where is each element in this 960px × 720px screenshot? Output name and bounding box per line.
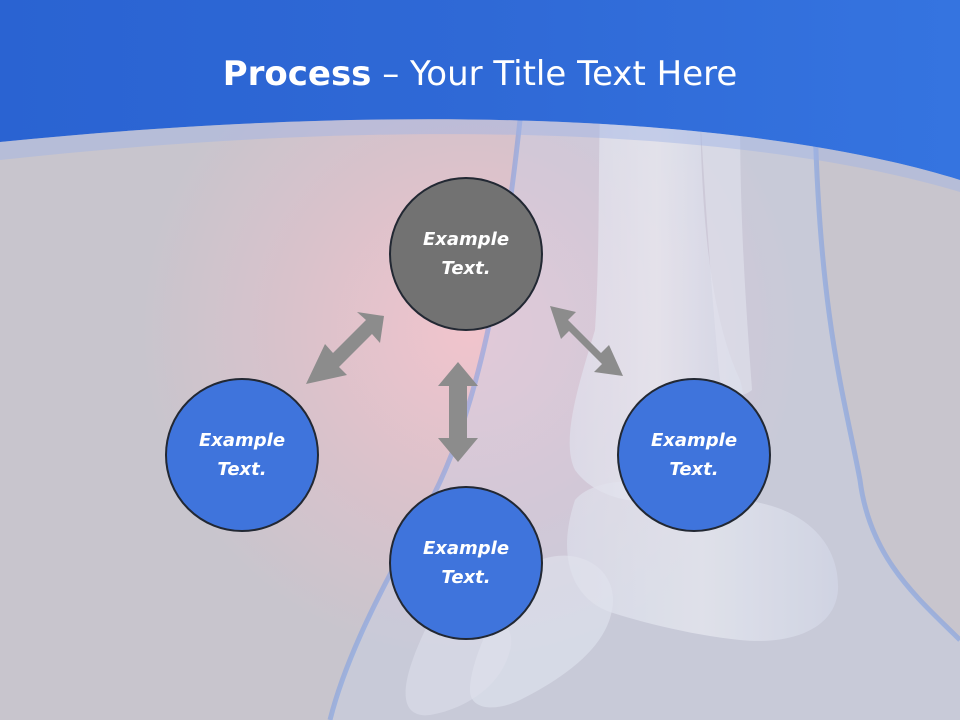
node-bottom-line1: Example (422, 538, 510, 559)
node-left-line2: Text. (217, 459, 267, 480)
node-top-line1: Example (422, 229, 510, 250)
title-bold: Process (222, 54, 372, 94)
header-swoosh (0, 119, 960, 192)
process-node-top: Example Text. (389, 177, 543, 331)
title-rest: – Your Title Text Here (371, 54, 738, 94)
header-band (0, 0, 960, 180)
slide-title: Process – Your Title Text Here (0, 52, 960, 96)
process-node-bottom: Example Text. (389, 486, 543, 640)
process-node-right: Example Text. (617, 378, 771, 532)
node-top-line2: Text. (441, 258, 491, 279)
arrow-right-connector (550, 306, 623, 376)
node-right-line2: Text. (669, 459, 719, 480)
node-right-line1: Example (650, 430, 738, 451)
process-node-left: Example Text. (165, 378, 319, 532)
arrow-vertical-connector (438, 362, 478, 462)
node-bottom-line2: Text. (441, 567, 491, 588)
node-left-line1: Example (198, 430, 286, 451)
arrow-left-connector (306, 312, 384, 384)
